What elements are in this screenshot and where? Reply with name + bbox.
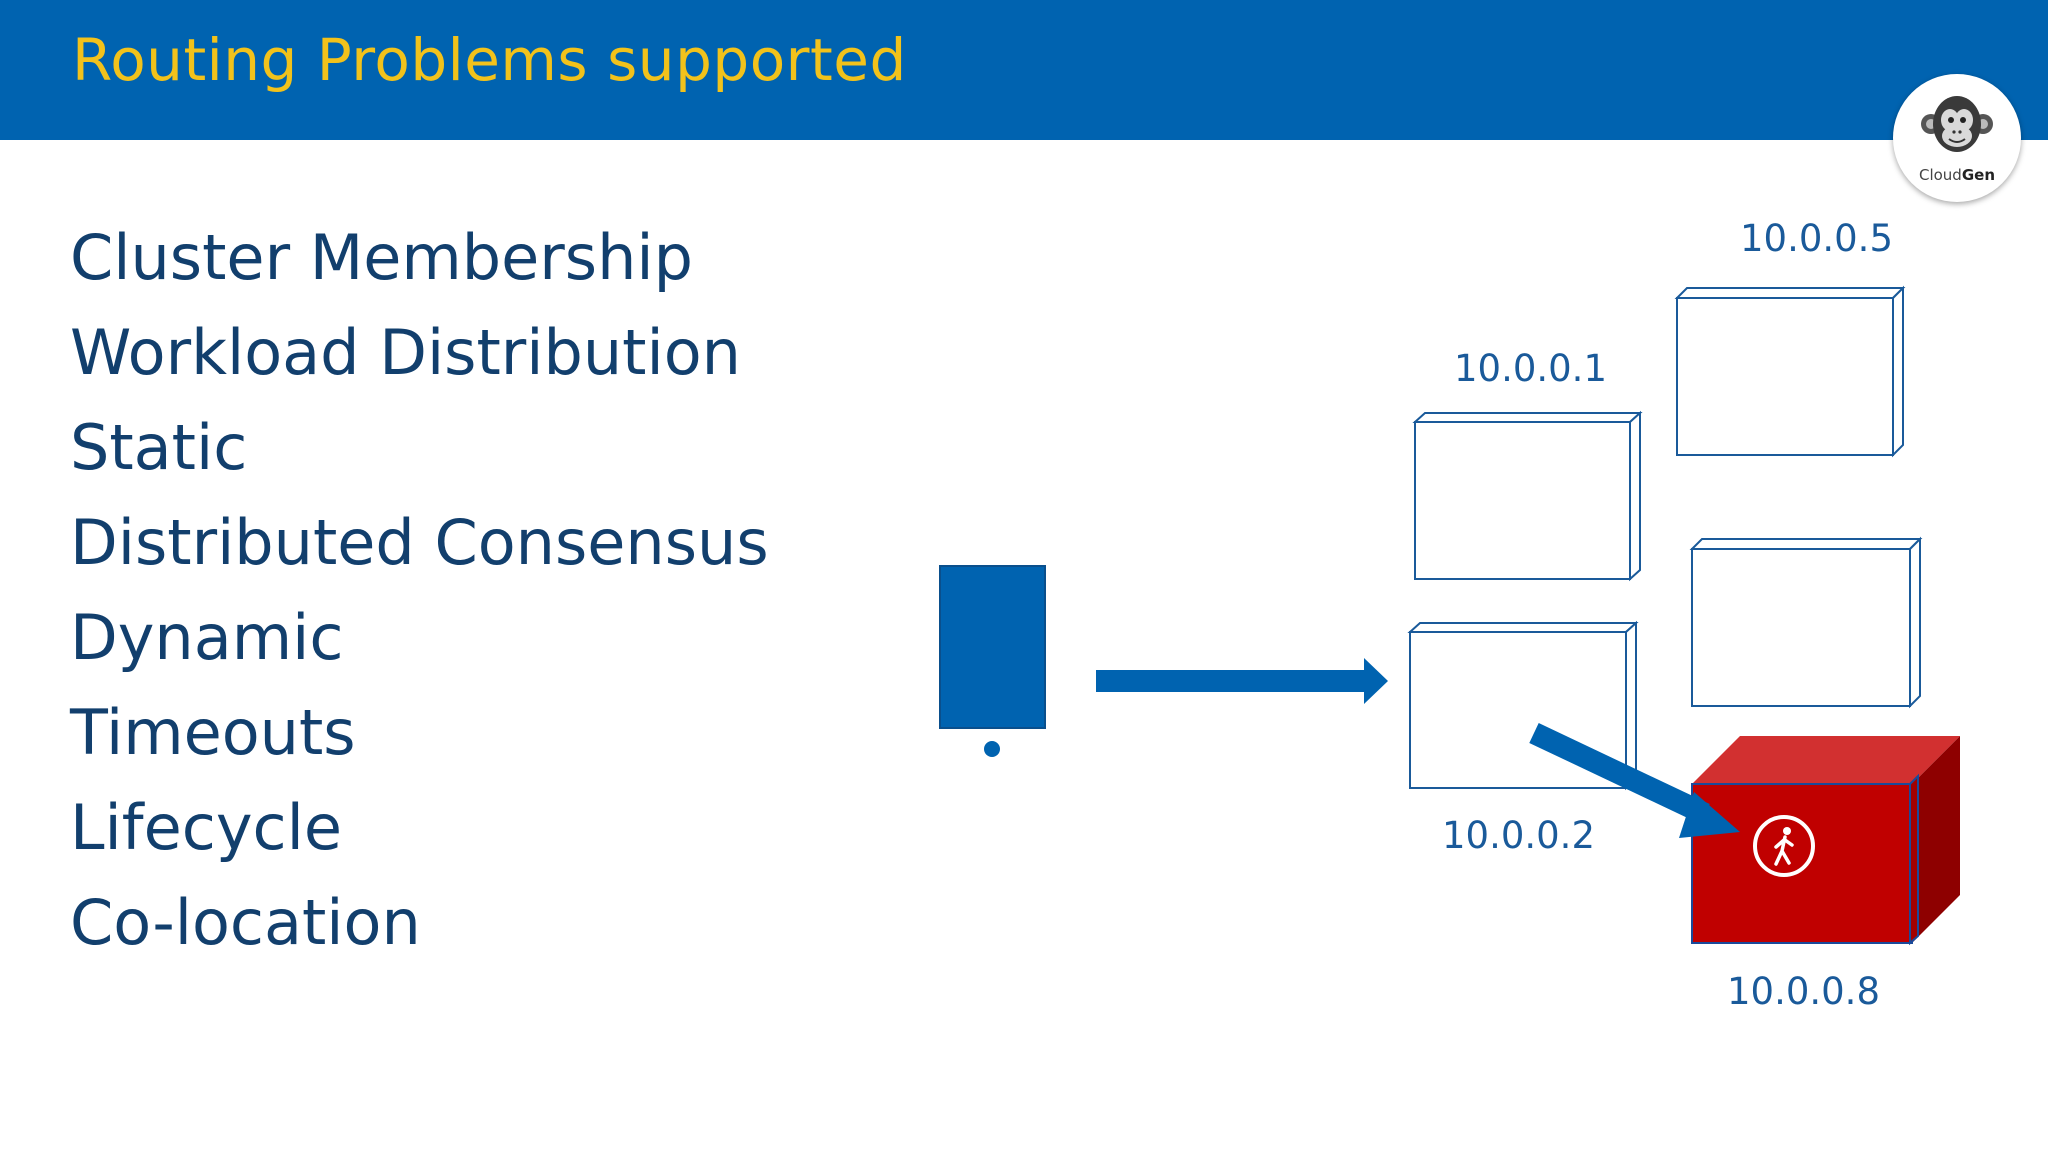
list-item: Dynamic [70, 601, 344, 674]
ip-label-10-0-0-8: 10.0.0.8 [1727, 970, 1880, 1013]
active-server-node-10-0-0-8 [1691, 736, 1960, 946]
server-node-10-0-0-5 [1674, 285, 1906, 458]
client-device [939, 565, 1046, 757]
server-node-10-0-0-1 [1412, 410, 1643, 582]
ip-label-10-0-0-2: 10.0.0.2 [1442, 814, 1595, 857]
list-item: Static [70, 411, 248, 484]
list-item: Co-location [70, 886, 421, 959]
server-node-unlabeled [1689, 536, 1923, 709]
logo-brand-suffix: Gen [1961, 166, 1996, 184]
request-arrow [1096, 658, 1388, 704]
logo-brand-prefix: Cloud [1918, 166, 1962, 184]
monkey-icon [1921, 96, 1993, 152]
routing-problems-list: Cluster Membership Workload Distribution… [70, 210, 769, 970]
list-item: Lifecycle [70, 791, 342, 864]
list-item: Timeouts [70, 696, 356, 769]
ip-label-10-0-0-5: 10.0.0.5 [1740, 217, 1893, 260]
ip-label-10-0-0-1: 10.0.0.1 [1454, 347, 1607, 390]
walking-person-icon [1753, 815, 1815, 877]
cloudgen-logo: CloudGen [1893, 74, 2021, 202]
list-item: Distributed Consensus [70, 506, 769, 579]
list-item: Cluster Membership [70, 221, 693, 294]
list-item: Workload Distribution [70, 316, 741, 389]
slide-title: Routing Problems supported [72, 26, 907, 94]
migration-arrow [1529, 723, 1740, 838]
title-bar: Routing Problems supported [0, 0, 2048, 140]
